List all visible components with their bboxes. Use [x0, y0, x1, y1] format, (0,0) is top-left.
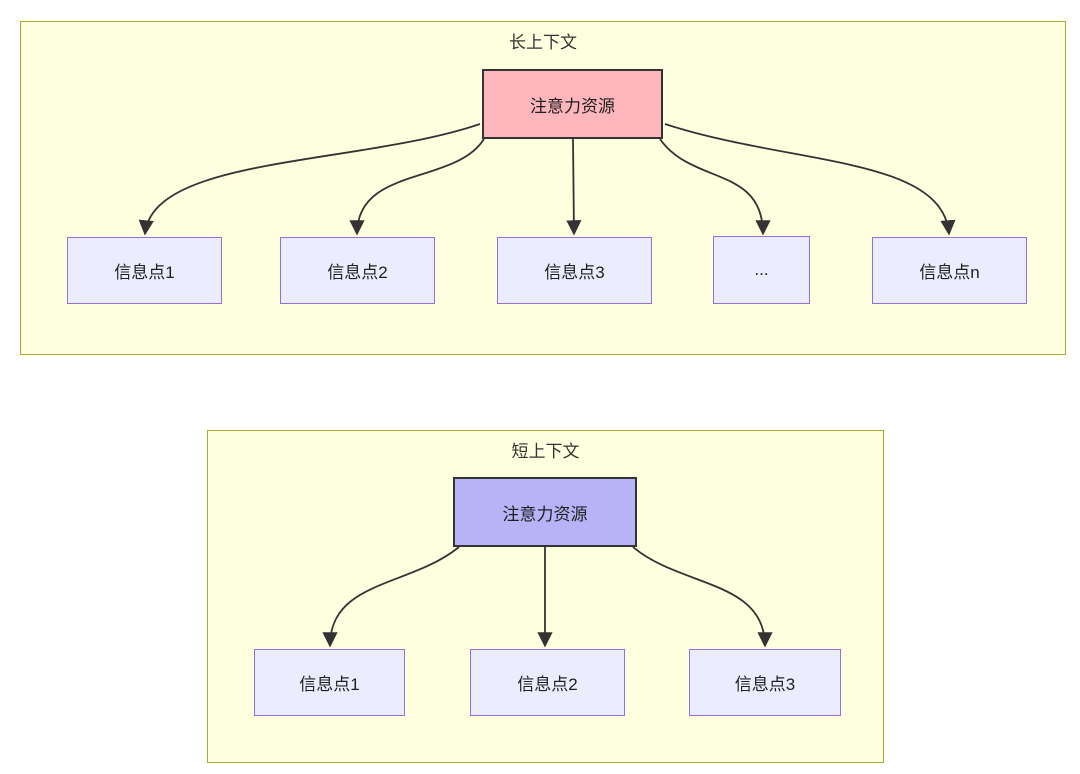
node-long-info-3: 信息点3 [497, 237, 652, 304]
node-attention-short: 注意力资源 [453, 477, 637, 547]
node-attention-long: 注意力资源 [482, 69, 663, 139]
node-long-info-n: 信息点n [872, 237, 1027, 304]
node-short-info-3: 信息点3 [689, 649, 841, 716]
node-short-info-1-label: 信息点1 [299, 675, 360, 694]
node-short-info-3-label: 信息点3 [734, 675, 796, 694]
node-long-info-1: 信息点1 [67, 237, 222, 304]
node-attention-long-label: 注意力资源 [530, 96, 615, 116]
node-long-info-2: 信息点2 [280, 237, 435, 304]
node-long-info-1-label: 信息点1 [114, 263, 175, 282]
node-short-info-2-label: 信息点2 [517, 675, 578, 694]
node-long-info-ellipsis: ... [713, 236, 810, 304]
node-long-info-n-label: 信息点n [919, 263, 980, 282]
node-short-info-2: 信息点2 [470, 649, 625, 716]
node-short-info-1: 信息点1 [254, 649, 405, 716]
node-attention-short-label: 注意力资源 [502, 504, 588, 524]
node-long-info-ellipsis-label: ... [754, 260, 769, 279]
group-short-context-title: 短上下文 [511, 442, 580, 461]
node-long-info-3-label: 信息点3 [544, 263, 605, 282]
group-long-context-title: 长上下文 [509, 33, 577, 52]
node-long-info-2-label: 信息点2 [327, 263, 388, 282]
